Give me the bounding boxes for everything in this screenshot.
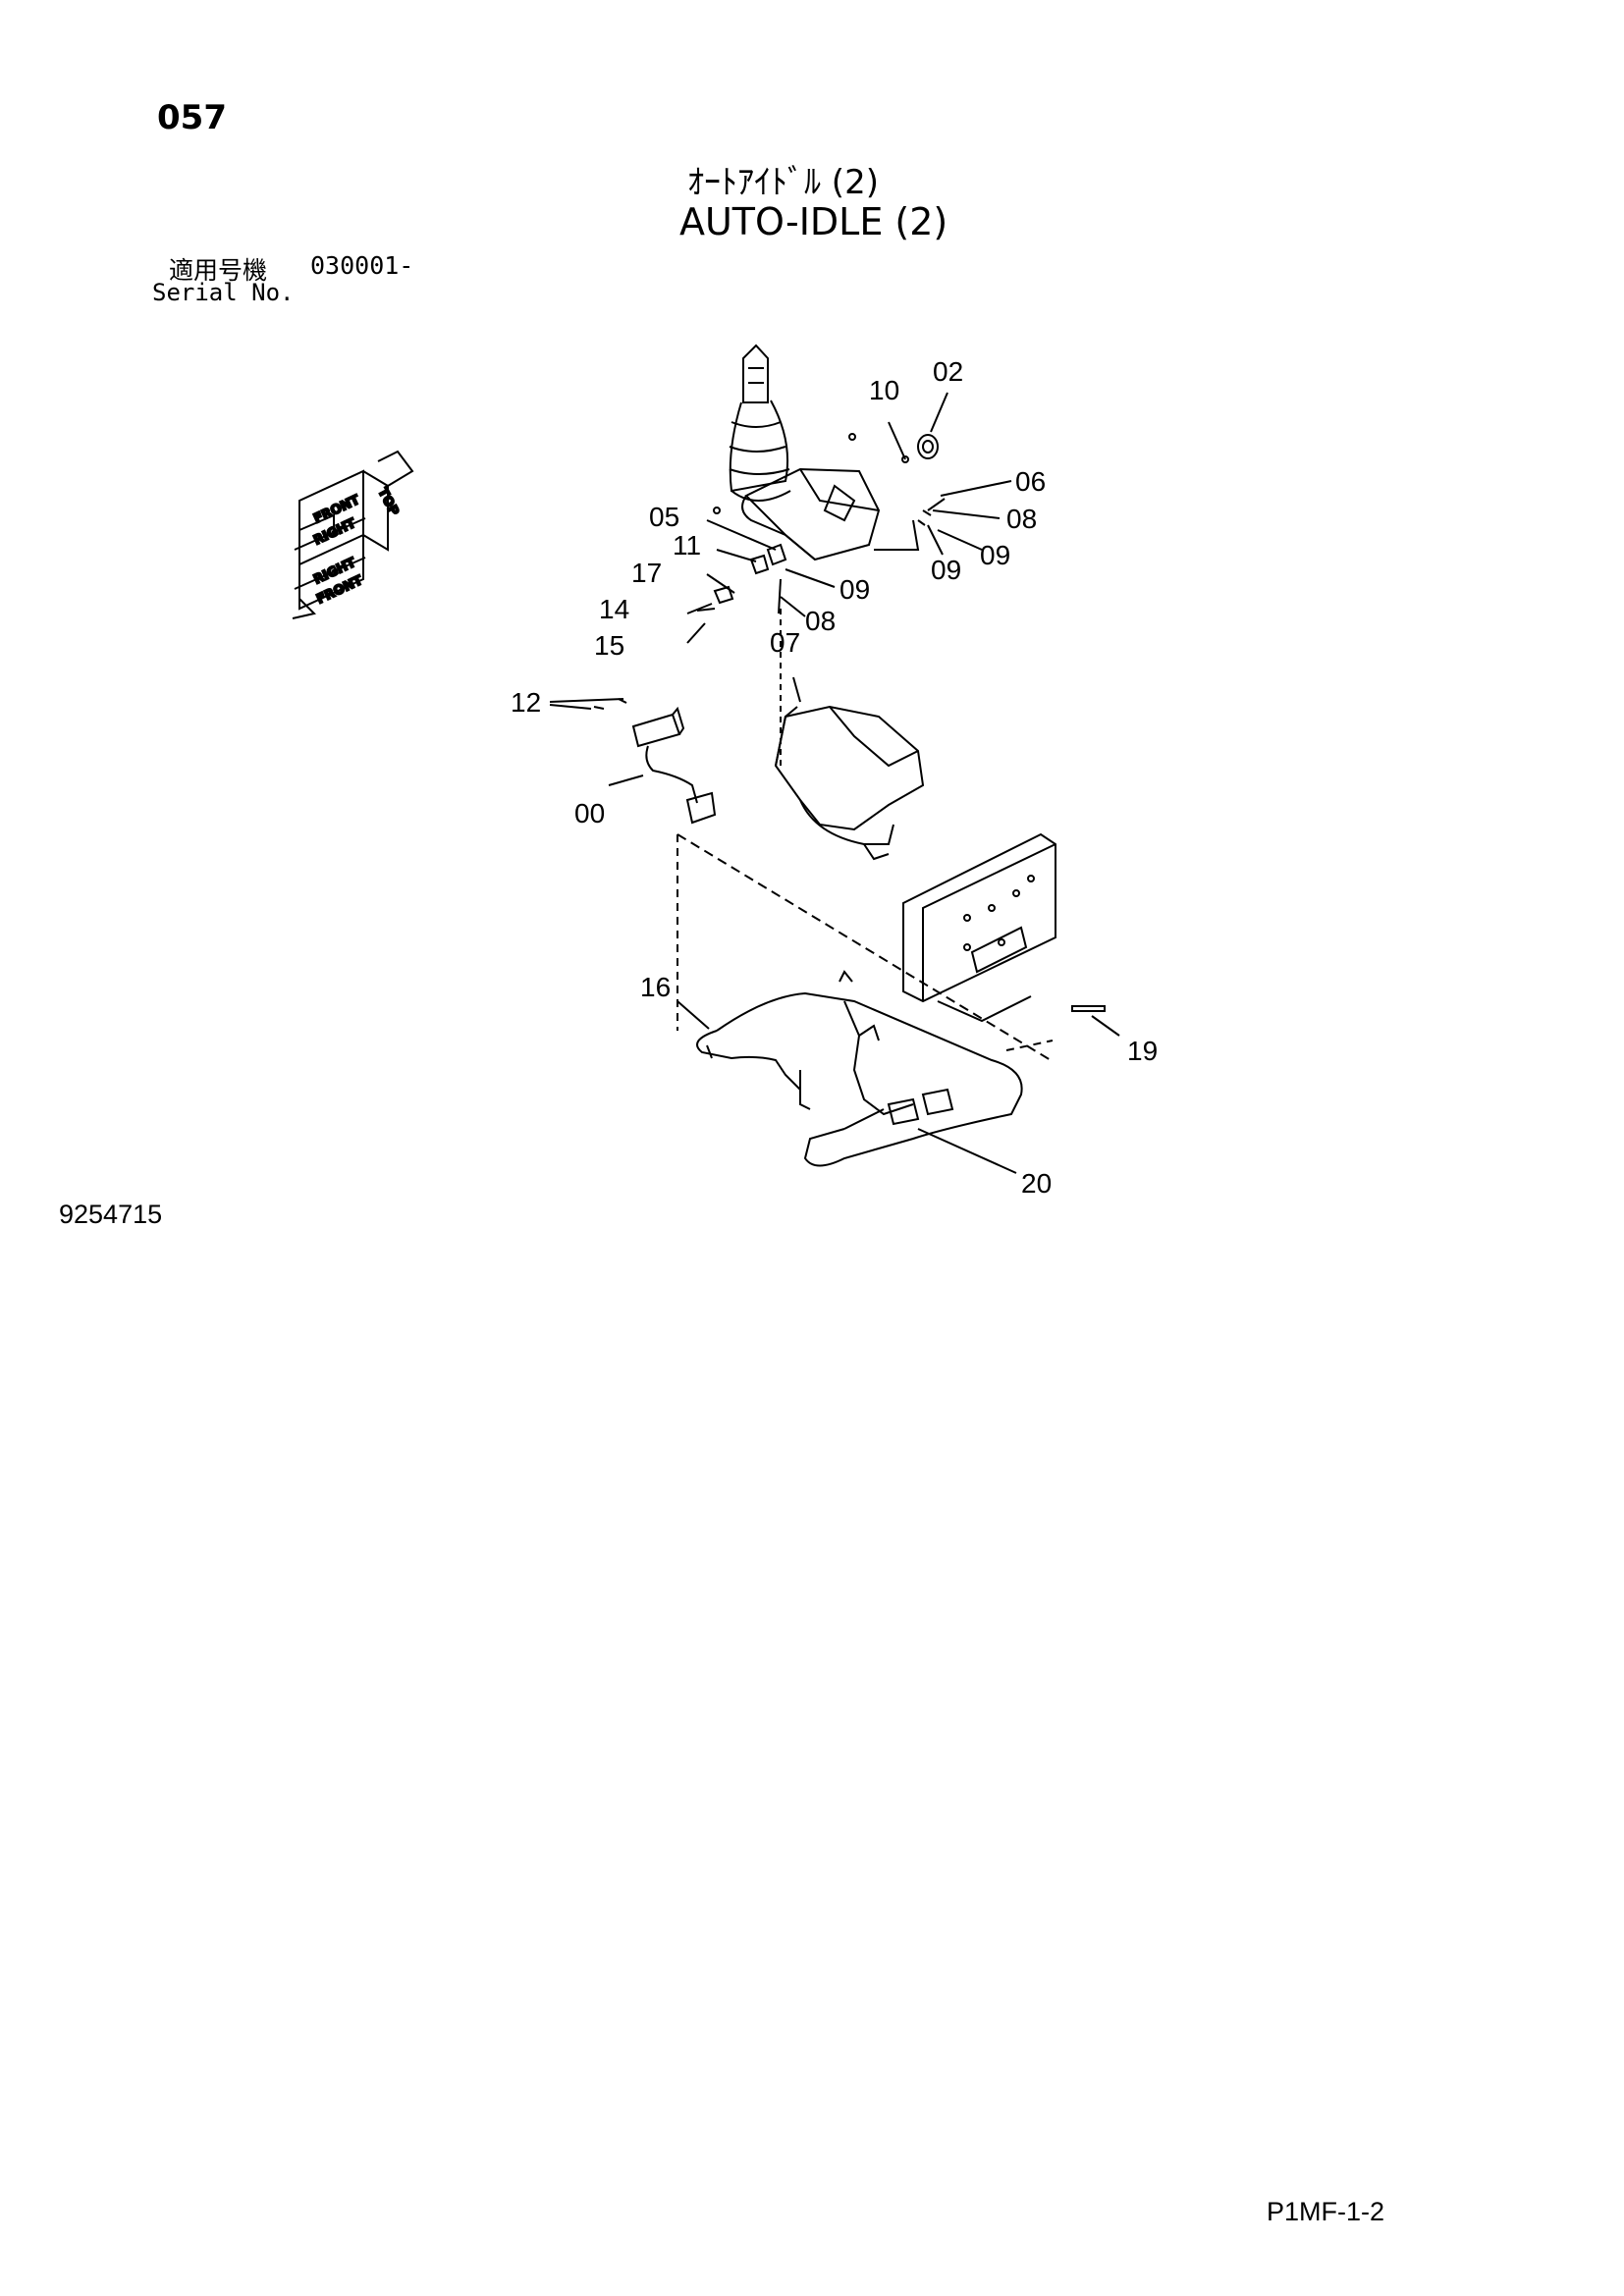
serial-range: 030001- <box>310 251 414 280</box>
callout-02: 02 <box>933 356 963 387</box>
bracket-plate-drawing <box>902 832 1056 1023</box>
page-number: 057 <box>157 98 227 137</box>
leader-lines <box>549 392 1120 1174</box>
title-english: AUTO-IDLE (2) <box>679 200 948 243</box>
part-19-drawing <box>1071 1005 1106 1012</box>
callout-labels: 02 10 06 08 09 09 05 11 17 09 14 08 15 0… <box>511 356 1158 1199</box>
callout-14: 14 <box>599 594 629 624</box>
console-cover-drawing <box>774 609 925 861</box>
callout-10: 10 <box>869 375 899 405</box>
callout-11: 11 <box>673 530 701 561</box>
joystick-lever-drawing <box>713 344 881 561</box>
orientation-icon: TOP FRONT RIGHT RIGHT FRONT <box>292 450 414 619</box>
callout-00: 00 <box>574 798 605 828</box>
callout-16: 16 <box>640 972 671 1002</box>
orientation-label-top: TOP <box>374 486 401 518</box>
callout-20: 20 <box>1021 1168 1052 1199</box>
callout-09-second: 09 <box>931 555 961 585</box>
serial-label-japanese: 適用号機 <box>169 256 268 285</box>
serial-label-english: Serial No. <box>152 279 295 306</box>
callout-07: 07 <box>770 627 800 658</box>
callout-12: 12 <box>511 687 541 718</box>
callout-05: 05 <box>649 502 679 532</box>
wiring-harness-drawing <box>677 834 1054 1167</box>
callout-08: 08 <box>1006 504 1037 534</box>
page-code: P1MF-1-2 <box>1267 2197 1385 2226</box>
orientation-label-front: FRONT <box>311 493 361 527</box>
callout-06: 06 <box>1015 466 1046 497</box>
callout-09-third: 09 <box>839 574 870 605</box>
callout-09: 09 <box>980 540 1010 570</box>
small-parts <box>686 421 946 614</box>
callout-17: 17 <box>631 558 662 588</box>
callout-15: 15 <box>594 630 624 661</box>
title-japanese: ｵｰﾄｱｲﾄﾞﾙ (2) <box>687 163 879 202</box>
drawing-number: 9254715 <box>59 1200 163 1229</box>
callout-08-second: 08 <box>805 606 836 636</box>
callout-19: 19 <box>1127 1036 1158 1066</box>
